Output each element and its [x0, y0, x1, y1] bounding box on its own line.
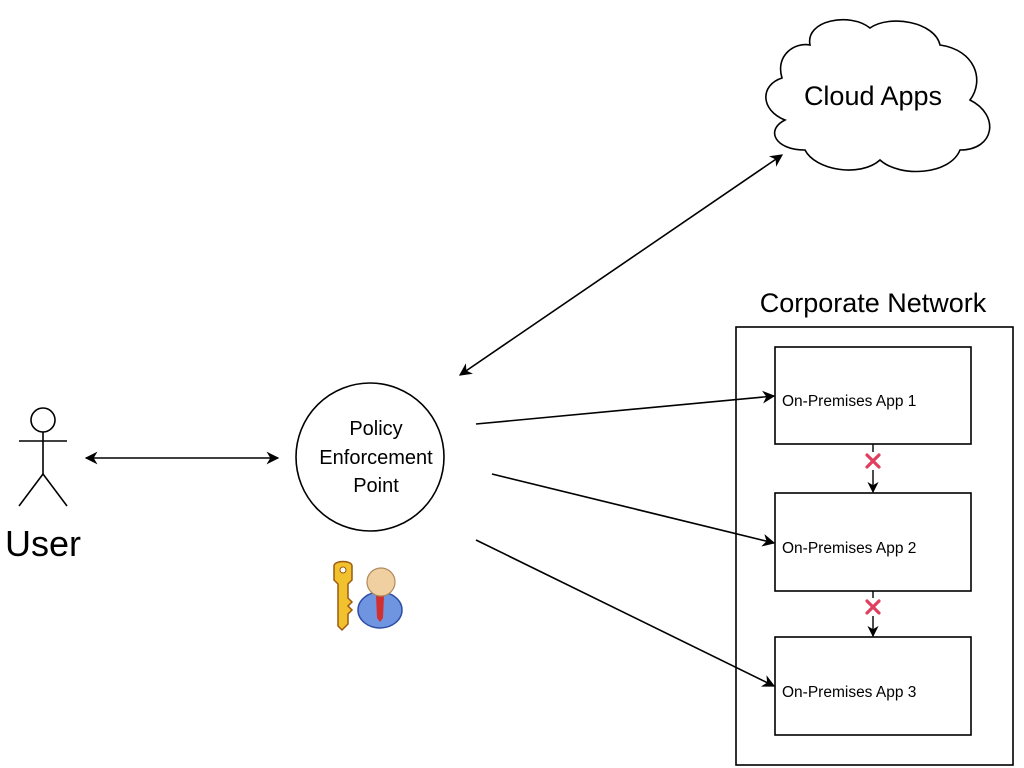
corporate-network-container[interactable]: Corporate Network [735, 288, 1014, 766]
edge-pep-cloud [458, 154, 784, 376]
corporate-network-label: Corporate Network [760, 288, 987, 318]
user-label: User [5, 523, 81, 564]
cloud-apps-label: Cloud Apps [804, 81, 942, 111]
cloud-apps-node[interactable]: Cloud Apps [765, 19, 991, 173]
cloud-shape [765, 19, 991, 173]
pep-label-line-1: Policy [349, 418, 402, 440]
app-2-label: On-Premises App 2 [782, 540, 916, 557]
edge-pep-app3 [475, 539, 776, 687]
pep-label-line-3: Point [353, 475, 399, 497]
app-3-node[interactable]: On-Premises App 3 [774, 636, 972, 736]
key-user-icon [333, 560, 403, 632]
app-1-label: On-Premises App 1 [782, 393, 916, 410]
app-3-label: On-Premises App 3 [782, 684, 916, 701]
x-mark-icon [865, 453, 881, 469]
pep-label-line-2: Enforcement [319, 447, 433, 469]
edge-app1-app2-blocked [864, 444, 882, 494]
stick-figure-icon [18, 407, 68, 507]
edge-pep-app2 [491, 473, 776, 547]
edge-app2-app3-blocked [864, 591, 882, 638]
app-2-node[interactable]: On-Premises App 2 [774, 492, 972, 592]
user-actor[interactable]: User [5, 407, 81, 564]
policy-enforcement-point-node[interactable]: Policy Enforcement Point [295, 382, 445, 532]
x-mark-icon [865, 599, 881, 615]
edge-pep-app1 [475, 390, 776, 425]
app-1-node[interactable]: On-Premises App 1 [774, 346, 972, 445]
